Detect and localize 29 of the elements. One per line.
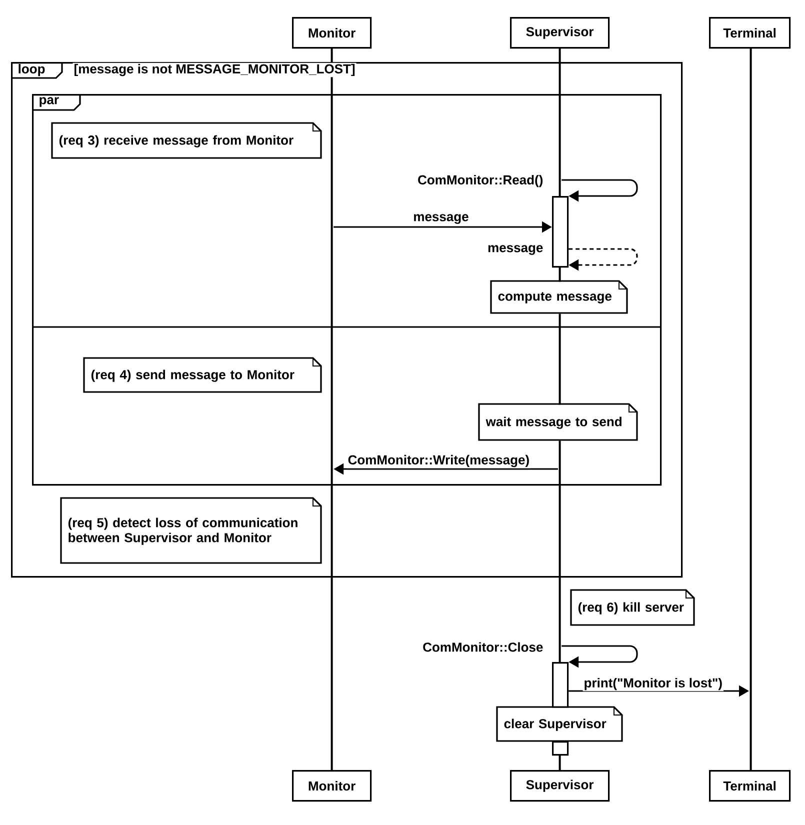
guard-condition: [message is not MESSAGE_MONITOR_LOST]: [72, 62, 356, 78]
participant-box: Terminal: [709, 17, 791, 49]
message-label: ComMonitor::Read(): [416, 174, 544, 188]
note: wait message to send: [478, 403, 638, 441]
activation-bar: [552, 662, 569, 709]
activation-bar: [552, 196, 569, 268]
message-label: message: [486, 244, 544, 256]
note: (req 6) kill server: [570, 589, 695, 626]
note: clear Supervisor: [496, 706, 623, 742]
frame-tab: loop: [11, 62, 63, 79]
participant-box: Terminal: [709, 770, 791, 802]
combined-fragment: [32, 94, 662, 486]
note: compute message: [490, 280, 628, 314]
note: (req 5) detect loss of communication between Supervisor and Monitor: [60, 497, 322, 564]
message-label: ComMonitor::Write(message): [346, 454, 531, 468]
participant-box: Monitor: [292, 770, 372, 802]
message-label: ComMonitor::Close: [422, 641, 544, 653]
activation-bar: [552, 741, 569, 756]
note: (req 3) receive message from Monitor: [51, 122, 322, 159]
self-message-arrow: [568, 248, 638, 271]
message-label: message: [412, 213, 470, 225]
participant-box: Supervisor: [510, 17, 610, 49]
note: (req 4) send message to Monitor: [83, 357, 322, 393]
self-message-arrow: [562, 645, 638, 668]
self-message-arrow: [562, 179, 638, 202]
participant-box: Monitor: [292, 17, 372, 49]
participant-box: Supervisor: [510, 770, 610, 802]
frame-tab: par: [32, 94, 81, 111]
message-label: print("Monitor is lost"): [582, 676, 724, 692]
